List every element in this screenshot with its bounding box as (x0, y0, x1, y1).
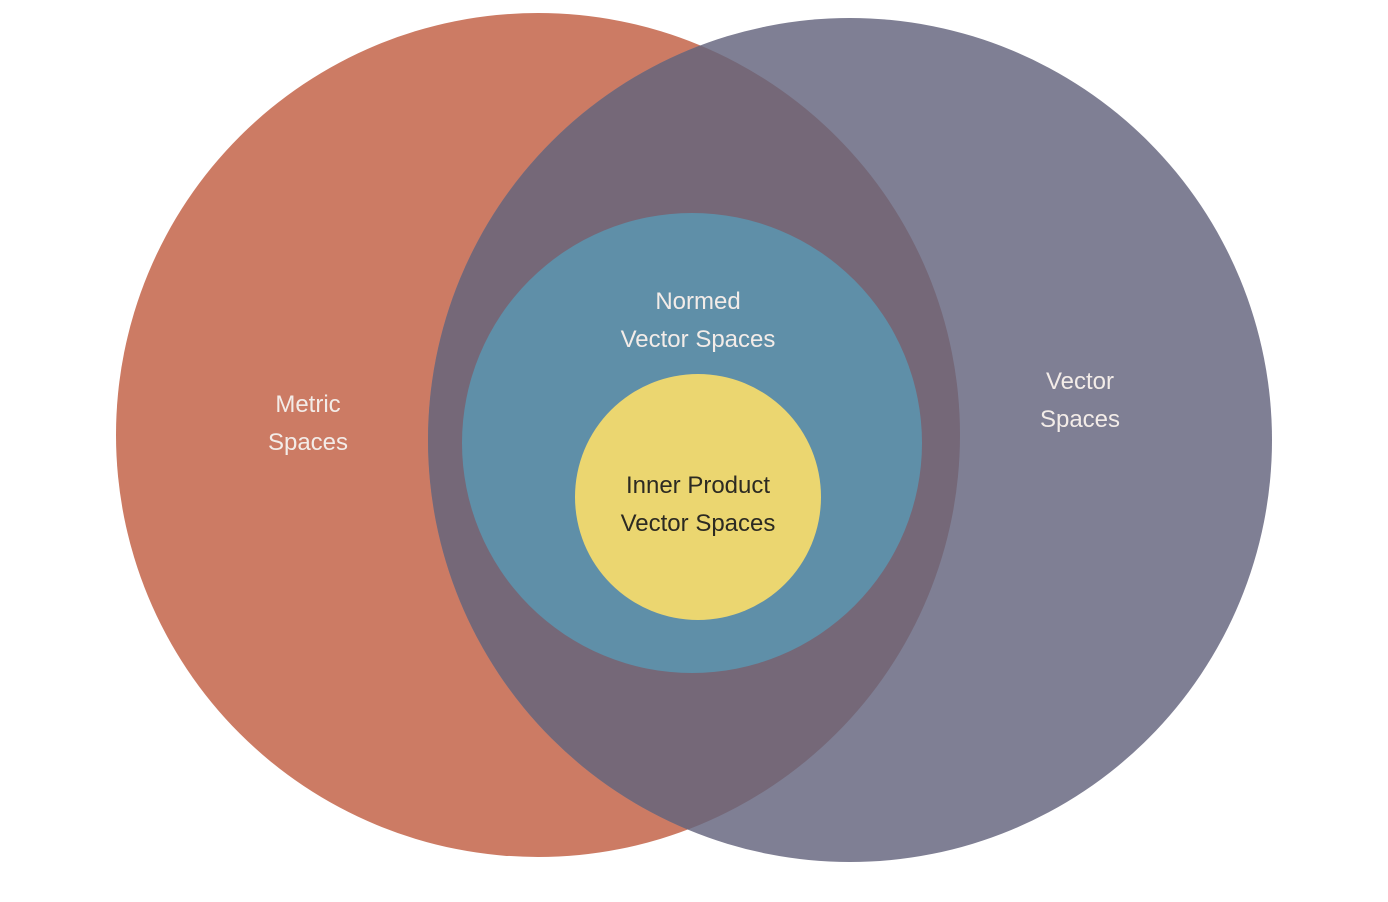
vector-spaces-label-line-1: Vector (1045, 368, 1115, 395)
normed-vector-spaces-label: Normed Vector Spaces (578, 283, 818, 359)
inner-product-vector-spaces-label-line-2: Vector Spaces (620, 510, 776, 537)
inner-product-vector-spaces-label: Inner Product Vector Spaces (578, 467, 818, 543)
vector-spaces-label: Vector Spaces (1000, 363, 1160, 439)
vector-spaces-label-line-2: Spaces (1039, 406, 1121, 433)
normed-vector-spaces-label-line-2: Vector Spaces (620, 326, 776, 353)
normed-vector-spaces-label-line-1: Normed (655, 288, 741, 315)
inner-product-vector-spaces-label-line-1: Inner Product (625, 472, 771, 499)
inner-product-vector-spaces-circle (575, 374, 821, 620)
metric-spaces-label: Metric Spaces (228, 386, 388, 462)
metric-spaces-label-line-2: Spaces (267, 429, 349, 456)
metric-spaces-label-line-1: Metric (275, 391, 341, 418)
